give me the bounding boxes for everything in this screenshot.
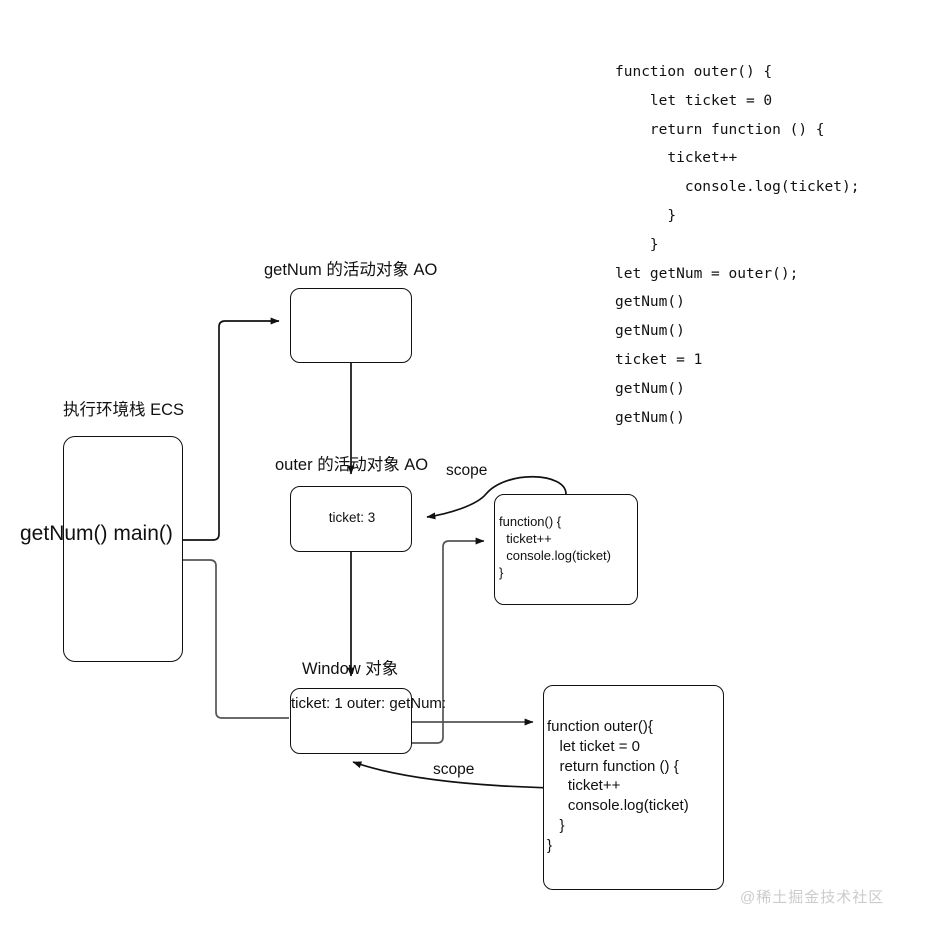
window-object-entries: ticket: 1 outer: getNum:	[291, 695, 447, 712]
getnum-ao-box	[290, 288, 412, 363]
outer-ao-caption: outer 的活动对象 AO	[275, 456, 429, 474]
outer-ao-ticket-entry: ticket: 3	[328, 510, 376, 525]
ecs-caption: 执行环境栈 ECS	[63, 401, 185, 419]
getnum-ao-caption: getNum 的活动对象 AO	[264, 261, 438, 279]
source-code-listing: function outer() { let ticket = 0 return…	[615, 64, 860, 426]
closure-function-box: function() { ticket++ console.log(ticket…	[494, 494, 638, 605]
scope-label-upper: scope	[446, 462, 488, 479]
outer-function-code: function outer(){ let ticket = 0 return …	[547, 718, 689, 854]
ecs-stack-frames: getNum() main()	[20, 522, 173, 545]
ecs-stack-box	[63, 436, 183, 662]
scope-label-lower: scope	[433, 761, 475, 778]
outer-function-box: function outer(){ let ticket = 0 return …	[543, 685, 724, 890]
outer-ao-box: ticket: 3	[290, 486, 412, 552]
closure-function-code: function() { ticket++ console.log(ticket…	[499, 514, 611, 581]
edge-getnum-frame-to-getnum-ao	[171, 317, 280, 541]
window-object-caption: Window 对象	[302, 660, 399, 678]
edge-window-to-main-frame	[165, 556, 289, 719]
watermark: @稀土掘金技术社区	[740, 889, 885, 906]
window-object-box: ticket: 1 outer: getNum:	[290, 688, 447, 754]
